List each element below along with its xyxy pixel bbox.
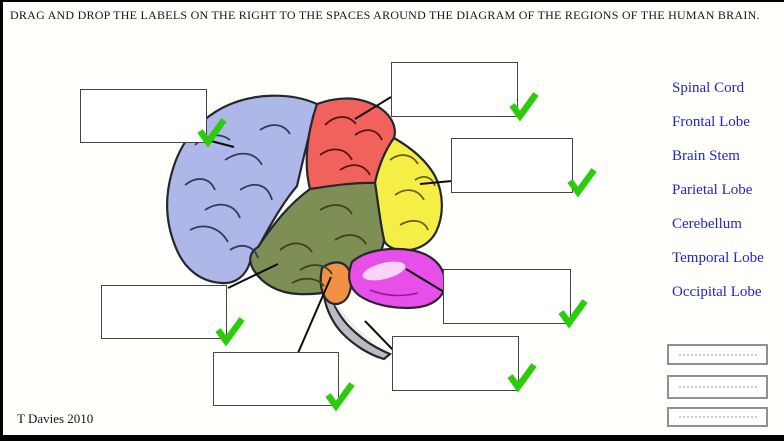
instruction-text: DRAG AND DROP THE LABELS ON THE RIGHT TO…	[10, 8, 760, 22]
brain-region-cerebellum	[348, 247, 447, 310]
brain-region-parietal-lobe	[305, 97, 396, 191]
brain-region-temporal-lobe	[249, 181, 386, 296]
empty-slot-line	[678, 353, 757, 356]
author-credit: T Davies 2010	[17, 411, 94, 426]
checkmark-icon-frontal	[197, 118, 227, 148]
brain-region-spinal-cord	[322, 290, 393, 361]
empty-slot-line	[678, 386, 757, 388]
connector-line-cerebellum	[405, 268, 445, 293]
brain-region-brain-stem	[319, 261, 353, 306]
drag-label-brain-stem[interactable]: Brain Stem	[672, 148, 740, 164]
checkmark-icon-occipital	[567, 168, 597, 198]
checkmark-icon-parietal	[509, 92, 539, 122]
connector-line-brain-stem	[297, 276, 332, 354]
gyri-occipital	[389, 154, 436, 231]
connector-line-temporal	[227, 263, 279, 289]
drop-zone-brain-stem[interactable]	[213, 352, 339, 406]
frame-border-top	[0, 0, 784, 2]
checkmark-icon-cerebellum	[558, 299, 588, 329]
connector-line-occipital	[419, 180, 453, 185]
drop-zone-parietal-lobe[interactable]	[391, 62, 518, 117]
drop-zone-temporal-lobe[interactable]	[101, 285, 227, 339]
checkmark-icon-brain-stem	[325, 382, 355, 412]
connector-line-parietal	[354, 96, 392, 120]
gyri-cerebellum	[369, 289, 419, 297]
connector-line-spinal-cord	[364, 320, 395, 352]
drag-label-occipital-lobe[interactable]: Occipital Lobe	[672, 284, 762, 300]
spinal-cord-highlight	[332, 299, 373, 344]
drop-zone-frontal-lobe[interactable]	[80, 89, 207, 143]
frame-border-bottom	[0, 435, 784, 441]
cerebellum-highlight	[362, 261, 406, 281]
gyri-parietal	[319, 116, 383, 176]
empty-slot-line	[678, 416, 757, 418]
checkmark-icon-temporal	[215, 317, 245, 347]
drop-zone-occipital-lobe[interactable]	[451, 138, 573, 193]
drag-label-cerebellum[interactable]: Cerebellum	[672, 216, 742, 232]
drag-labels-list: Spinal Cord Frontal Lobe Brain Stem Pari…	[672, 78, 764, 303]
drag-label-frontal-lobe[interactable]: Frontal Lobe	[672, 114, 750, 130]
checkmark-icon-spinal-cord	[507, 363, 537, 393]
gyri-temporal	[279, 204, 367, 287]
empty-label-slot-1[interactable]	[667, 344, 768, 365]
drag-label-parietal-lobe[interactable]: Parietal Lobe	[672, 182, 753, 198]
empty-label-slot-3[interactable]	[667, 407, 768, 427]
frame-border-left	[0, 0, 3, 441]
empty-label-slot-2[interactable]	[667, 375, 768, 399]
drag-label-temporal-lobe[interactable]: Temporal Lobe	[672, 250, 764, 266]
drop-zone-cerebellum[interactable]	[443, 269, 571, 324]
brain-region-occipital-lobe	[373, 136, 443, 252]
drop-zone-spinal-cord[interactable]	[392, 336, 519, 391]
drag-label-spinal-cord[interactable]: Spinal Cord	[672, 80, 745, 96]
